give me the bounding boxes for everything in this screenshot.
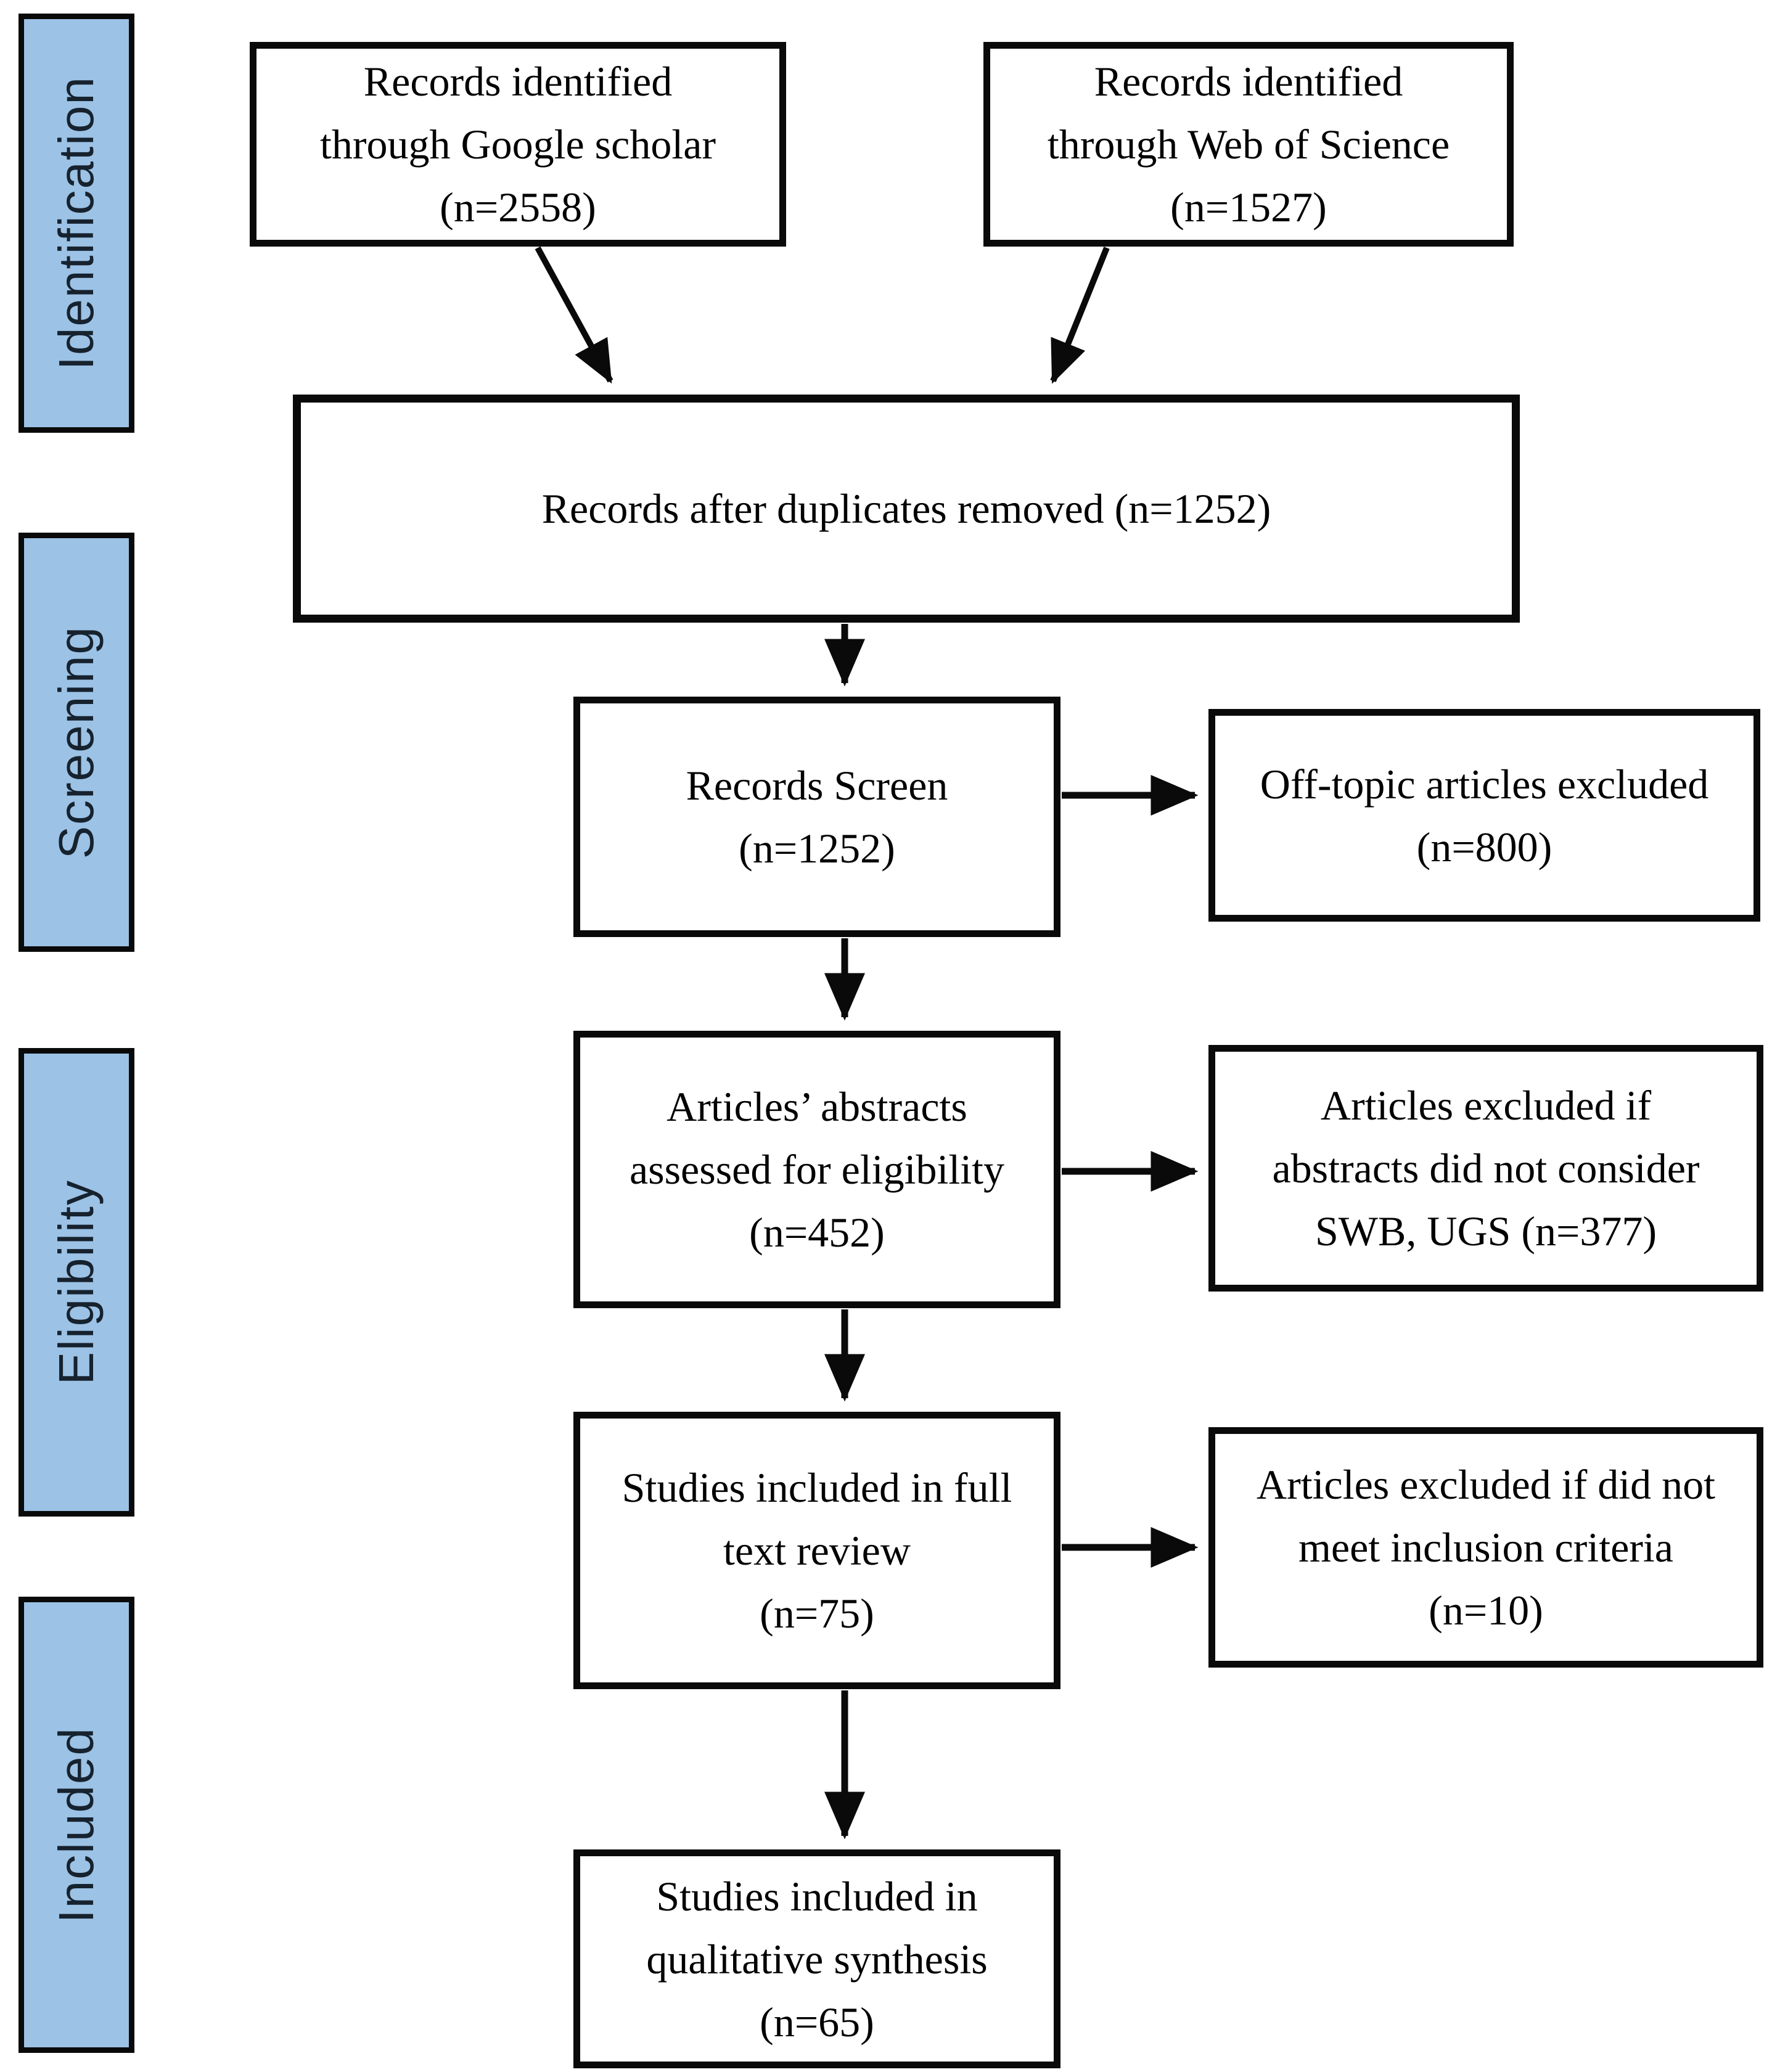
stage-eligibility-label: Eligibility bbox=[49, 1179, 104, 1385]
stage-screening: Screening bbox=[18, 533, 134, 952]
box-records-screen: Records Screen (n=1252) bbox=[573, 697, 1060, 937]
box-full-text-review: Studies included in full text review (n=… bbox=[573, 1412, 1060, 1689]
box-records-web-of-science: Records identified through Web of Scienc… bbox=[983, 42, 1514, 247]
box-abstracts-assessed: Articles’ abstracts assessed for eligibi… bbox=[573, 1031, 1060, 1308]
stage-eligibility: Eligibility bbox=[18, 1048, 134, 1517]
box-records-google-scholar: Records identified through Google schola… bbox=[250, 42, 786, 247]
box-off-topic-excluded: Off-topic articles excluded (n=800) bbox=[1208, 709, 1760, 922]
stage-identification-label: Identification bbox=[49, 76, 104, 371]
box-excluded-swb-ugs: Articles excluded if abstracts did not c… bbox=[1208, 1045, 1763, 1292]
box-excluded-inclusion-criteria: Articles excluded if did not meet inclus… bbox=[1208, 1427, 1763, 1668]
arrow-google-scholar-to-duplicates bbox=[535, 246, 613, 384]
box-qualitative-synthesis: Studies included in qualitative synthesi… bbox=[573, 1849, 1060, 2068]
stage-included: Included bbox=[18, 1597, 134, 2053]
stage-screening-label: Screening bbox=[49, 625, 104, 859]
stage-identification: Identification bbox=[18, 14, 134, 433]
arrow-web-of-science-to-duplicates bbox=[1050, 247, 1110, 384]
box-duplicates-removed: Records after duplicates removed (n=1252… bbox=[293, 395, 1520, 623]
stage-included-label: Included bbox=[49, 1726, 104, 1923]
